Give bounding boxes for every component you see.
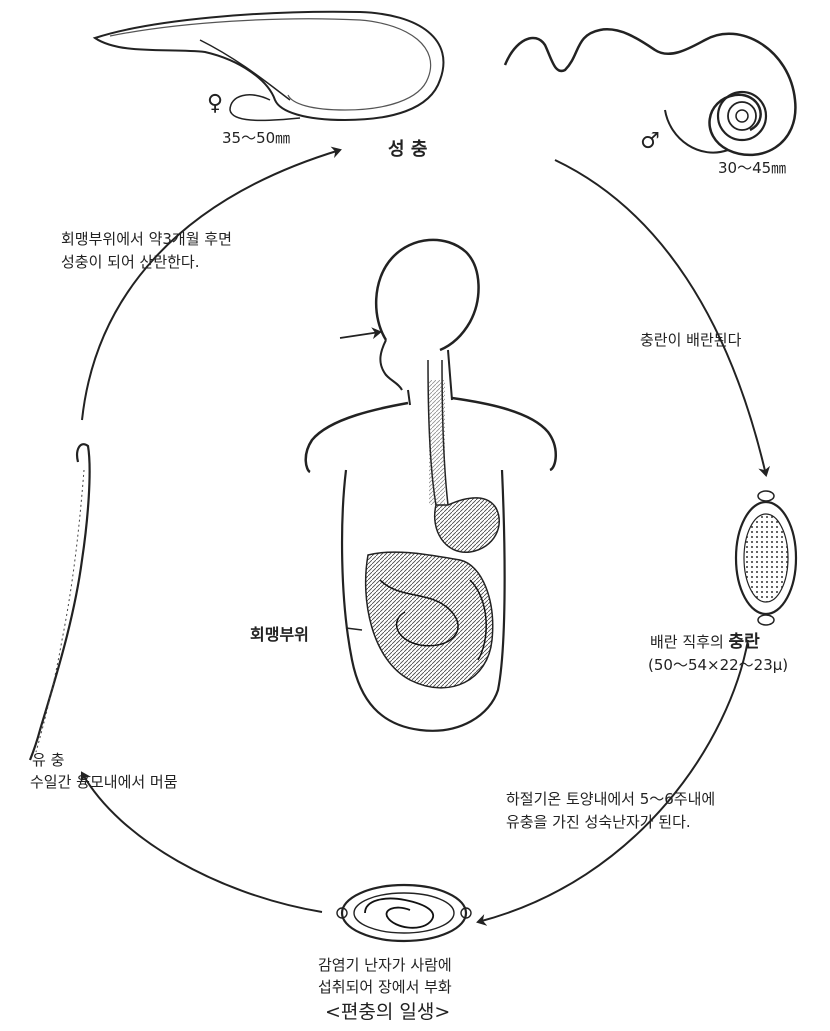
step-to-adult-line1: 회맹부위에서 약3개월 후면 — [61, 229, 232, 249]
embryonated-egg-line2: 섭취되어 장에서 부화 — [318, 977, 452, 997]
figure-caption: <편충의 일생> — [325, 1002, 450, 1022]
female-symbol: ♀ — [207, 94, 223, 114]
egg-caption-prefix: 배란 직후의 — [650, 633, 729, 651]
step-to-embryonated-line2: 유충을 가진 성숙난자가 된다. — [506, 812, 691, 832]
egg-size-label: (50～54×22～23μ) — [648, 655, 788, 675]
female-worm-drawing — [95, 12, 443, 121]
egg-caption-bold: 충란 — [729, 632, 760, 652]
arrow-egg-to-embryonated — [478, 640, 748, 922]
step-to-embryonated-line1: 하절기온 토양내에서 5～6주내에 — [506, 789, 715, 809]
embryonated-egg-drawing — [337, 885, 471, 941]
arrow-adult-to-egg — [555, 160, 766, 475]
step-to-egg-label: 충란이 배란된다 — [640, 330, 741, 350]
cecum-site-label: 회맹부위 — [250, 625, 309, 645]
arrow-larva-to-adult — [82, 150, 340, 420]
egg-drawing — [736, 491, 796, 625]
male-size-label: 30～45㎜ — [718, 158, 786, 178]
larva-title: 유 충 — [32, 750, 64, 770]
male-symbol: ♂ — [640, 132, 660, 152]
larva-drawing — [30, 444, 90, 760]
egg-caption: 배란 직후의 충란 — [650, 632, 760, 652]
human-body-drawing — [306, 240, 556, 731]
step-to-adult-line2: 성충이 되어 산란한다. — [61, 252, 200, 272]
arrow-embryonated-to-larva — [82, 773, 322, 912]
adult-stage-title: 성 충 — [388, 140, 427, 160]
embryonated-egg-line1: 감염기 난자가 사람에 — [318, 955, 452, 975]
larva-description: 수일간 융모내에서 머뭄 — [30, 772, 178, 792]
female-size-label: 35～50㎜ — [222, 128, 290, 148]
